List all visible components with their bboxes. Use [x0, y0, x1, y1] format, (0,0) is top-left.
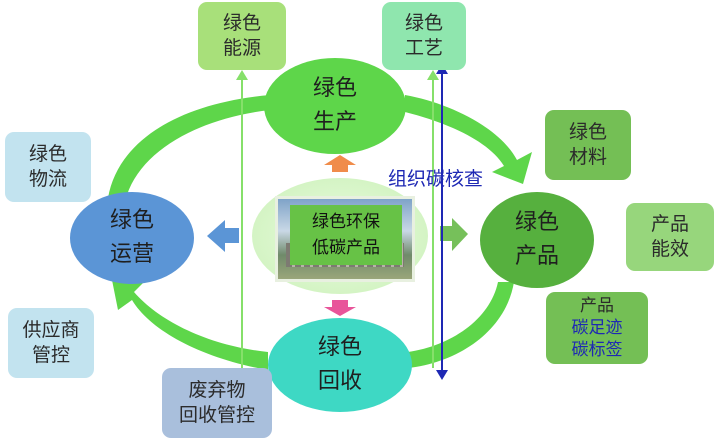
carbon-audit-arrowhead-bottom [436, 370, 448, 380]
box-supplier-control-line1: 供应商 [22, 319, 80, 341]
node-green-recycling: 绿色 回收 [268, 318, 412, 412]
box-green-materials-line1: 绿色 [568, 121, 607, 143]
arrow-to-operation [207, 220, 239, 252]
box-green-energy: 绿色 能源 [198, 2, 286, 70]
node-green-recycling-line2: 回收 [317, 369, 362, 394]
box-product-carbon-footprint-line1: 产品 [580, 296, 614, 316]
box-waste-recycling-control: 废弃物 回收管控 [162, 368, 272, 438]
cycle-arrow-top-left [108, 95, 270, 198]
box-waste-recycling-control-line1: 废弃物 [188, 379, 246, 401]
box-product-efficiency: 产品 能效 [626, 203, 714, 271]
center-label-line1: 绿色环保 [312, 212, 380, 232]
arrow-to-recycling [324, 300, 356, 316]
center-label: 绿色环保 低碳产品 [290, 205, 402, 265]
box-green-logistics: 绿色 物流 [5, 132, 91, 202]
box-green-process-line2: 工艺 [404, 37, 443, 59]
box-product-efficiency-line2: 能效 [650, 238, 689, 260]
box-product-carbon-footprint-line3: 碳标签 [571, 340, 623, 360]
arrow-to-production [324, 155, 356, 172]
node-green-operation: 绿色 运营 [70, 192, 194, 284]
cycle-arrow-bottom-right [408, 282, 514, 368]
box-green-logistics-line1: 绿色 [28, 143, 67, 165]
energy-flow-arrowhead [236, 70, 248, 80]
box-green-process: 绿色 工艺 [382, 2, 466, 70]
box-product-carbon-footprint-line2: 碳足迹 [571, 318, 623, 338]
center-label-line2: 低碳产品 [312, 238, 380, 258]
node-green-product: 绿色 产品 [480, 192, 594, 288]
node-green-product-line1: 绿色 [514, 210, 559, 235]
box-green-process-line1: 绿色 [404, 12, 443, 34]
box-green-logistics-line2: 物流 [28, 168, 67, 190]
organization-carbon-audit-label: 组织碳核查 [388, 168, 484, 190]
node-green-recycling-line1: 绿色 [317, 335, 362, 360]
box-supplier-control-line2: 管控 [31, 344, 70, 366]
box-supplier-control: 供应商 管控 [8, 308, 94, 378]
node-green-production: 绿色 生产 [264, 58, 406, 154]
node-green-operation-line2: 运营 [109, 242, 154, 267]
node-green-product-line2: 产品 [514, 244, 559, 269]
box-product-efficiency-line1: 产品 [650, 213, 689, 235]
process-flow-arrowhead [427, 70, 439, 80]
arrow-to-product [440, 218, 468, 251]
box-product-carbon-footprint: 产品 碳足迹 碳标签 [546, 292, 648, 364]
box-green-materials-line2: 材料 [568, 146, 607, 168]
cycle-arrow-bottom-left [112, 280, 268, 370]
node-green-production-line1: 绿色 [312, 76, 357, 101]
box-green-materials: 绿色 材料 [545, 110, 631, 180]
box-green-energy-line2: 能源 [222, 37, 261, 59]
node-green-production-line2: 生产 [312, 110, 357, 135]
box-waste-recycling-control-line2: 回收管控 [178, 404, 255, 426]
box-green-energy-line1: 绿色 [222, 12, 261, 34]
cycle-arrow-top-right [405, 95, 532, 184]
node-green-operation-line1: 绿色 [109, 208, 154, 233]
